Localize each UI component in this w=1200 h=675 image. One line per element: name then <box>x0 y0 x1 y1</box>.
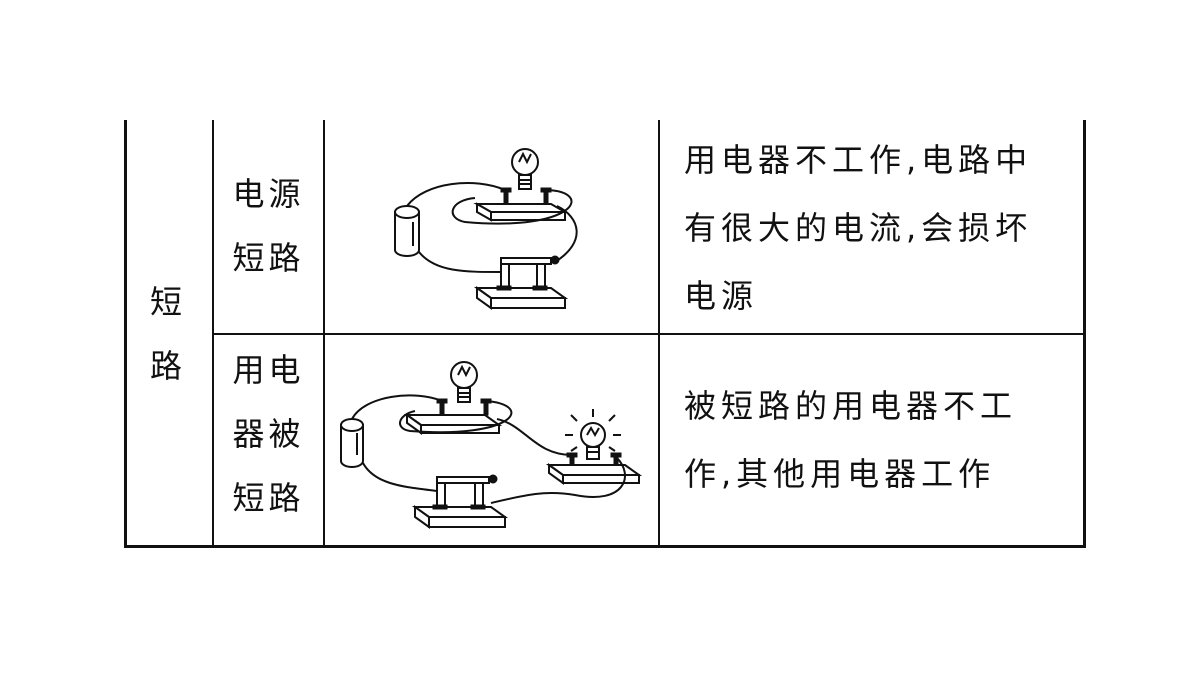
wires <box>351 394 626 504</box>
shorted-lamp-on-base-icon <box>403 361 503 435</box>
circuit-diagram-power-short <box>394 148 578 310</box>
battery-icon <box>340 418 364 468</box>
circuit-diagram-appliance-short <box>340 361 643 529</box>
table-bottom-border <box>124 545 1086 548</box>
row-effect-power-short: 用电器不工作,电路中有很大的电流,会损坏电源 <box>684 141 1033 315</box>
switch-on-base-icon <box>411 474 509 529</box>
lamp-on-base-icon <box>473 148 569 222</box>
row-divider <box>212 333 1086 335</box>
row-effect-appliance-short: 被短路的用电器不工作,其他用电器工作 <box>684 387 1018 493</box>
category-label: 短 路 <box>149 283 186 385</box>
wires <box>406 182 578 273</box>
switch-on-base-icon <box>473 255 569 310</box>
battery-icon <box>394 205 420 257</box>
short-circuit-table: 短 路 电源 短路 用电器不工作,电路中有很大的电流,会损坏电源 用电 器被 短… <box>124 120 1086 548</box>
lit-lamp-on-base-icon <box>545 409 643 485</box>
row-type-power-short: 电源 短路 <box>232 175 305 277</box>
row-type-appliance-short: 用电 器被 短路 <box>232 351 305 517</box>
table-left-border <box>124 120 127 548</box>
